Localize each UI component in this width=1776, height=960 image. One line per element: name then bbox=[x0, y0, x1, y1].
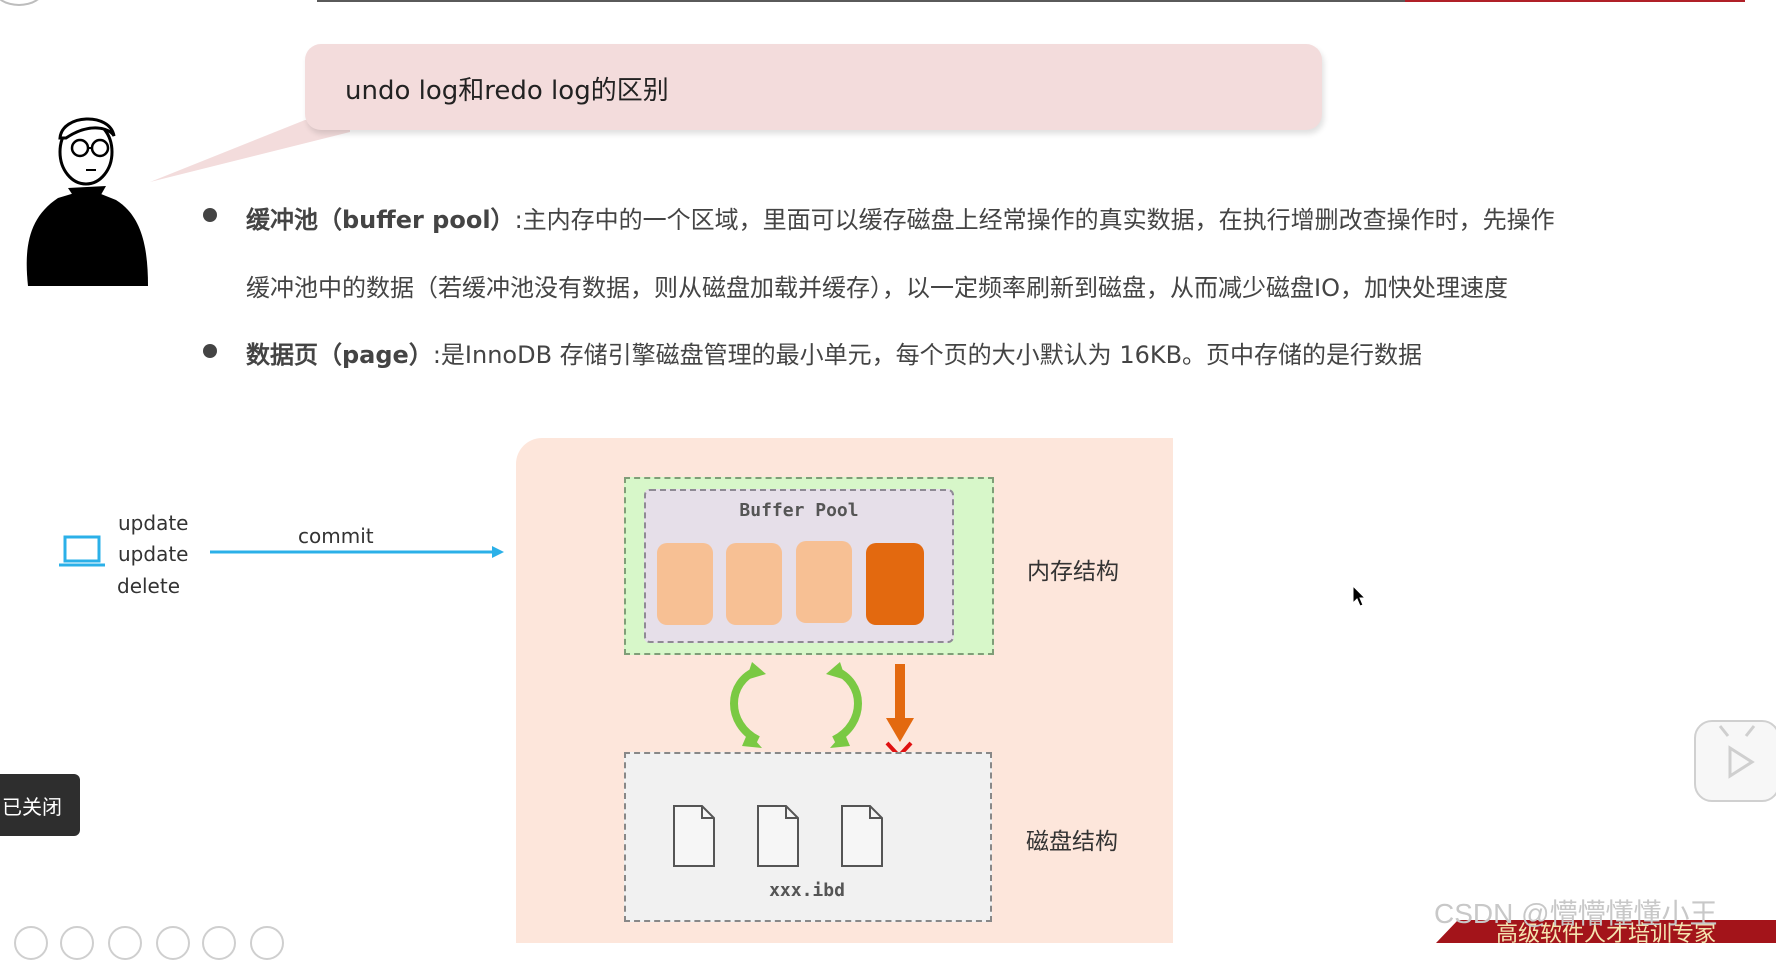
copy-tool-icon[interactable] bbox=[60, 926, 94, 960]
search-tool-icon[interactable] bbox=[108, 926, 142, 960]
bullet-buffer-pool-line2: 缓冲池中的数据（若缓冲池没有数据，则从磁盘加载并缓存），以一定频率刷新到磁盘，从… bbox=[246, 274, 1508, 302]
disk-file-name: xxx.ibd bbox=[769, 880, 845, 901]
buffer-page bbox=[796, 541, 852, 623]
bullet-text: :主内存中的一个区域，里面可以缓存磁盘上经常操作的真实数据，在执行增删改查操作时… bbox=[514, 206, 1555, 234]
commit-arrow bbox=[210, 546, 504, 558]
pen-tool-icon[interactable] bbox=[14, 926, 48, 960]
file-icon bbox=[757, 805, 799, 867]
closed-toggle-label: 已关闭 bbox=[2, 794, 62, 819]
op-update-2: update bbox=[118, 542, 189, 566]
slide-title: undo log和redo log的区别 bbox=[345, 76, 669, 106]
video-play-button[interactable] bbox=[1694, 720, 1776, 802]
op-delete: delete bbox=[117, 574, 181, 598]
bullet-text: :是InnoDB 存储引擎磁盘管理的最小单元，每个页的大小默认为 16KB。页中… bbox=[432, 341, 1423, 369]
speech-bubble bbox=[305, 44, 1322, 130]
closed-toggle-button[interactable]: 已关闭 bbox=[0, 774, 80, 836]
load-arrow-icon bbox=[730, 662, 766, 748]
more-tool-icon[interactable] bbox=[250, 926, 284, 960]
person-illustration-icon bbox=[26, 117, 149, 286]
buffer-pool-title: Buffer Pool bbox=[739, 500, 859, 521]
bullet-term: 数据页（page） bbox=[246, 341, 433, 369]
bullet-page-line1: 数据页（page）:是InnoDB 存储引擎磁盘管理的最小单元，每个页的大小默认… bbox=[246, 335, 1422, 370]
write-arrow-icon bbox=[886, 664, 914, 742]
screen-tool-icon[interactable] bbox=[156, 926, 190, 960]
brand-banner: 高级软件人才培训专家 bbox=[1436, 920, 1776, 943]
op-update-1: update bbox=[118, 511, 189, 535]
top-red-divider bbox=[1405, 0, 1745, 2]
disk-structure-label: 磁盘结构 bbox=[1026, 829, 1118, 855]
top-divider bbox=[317, 0, 1405, 2]
bullet-term: 缓冲池（buffer pool） bbox=[246, 206, 515, 234]
image-tool-icon[interactable] bbox=[202, 926, 236, 960]
play-icon bbox=[1718, 725, 1756, 779]
bullet-dot bbox=[203, 208, 217, 222]
corner-circle-decoration bbox=[0, 0, 44, 6]
buffer-page bbox=[726, 543, 782, 625]
flush-arrow-icon bbox=[826, 662, 862, 748]
file-icon bbox=[673, 805, 715, 867]
csdn-watermark: CSDN @懵懵懂懂小王 bbox=[1434, 898, 1718, 929]
bullet-dot bbox=[203, 344, 217, 358]
file-icon bbox=[841, 805, 883, 867]
bubble-tail bbox=[150, 120, 350, 182]
memory-structure-label: 内存结构 bbox=[1027, 559, 1119, 585]
bullet-buffer-pool-line1: 缓冲池（buffer pool）:主内存中的一个区域，里面可以缓存磁盘上经常操作… bbox=[246, 200, 1555, 235]
buffer-page-dirty bbox=[866, 543, 924, 625]
buffer-page bbox=[657, 543, 713, 625]
laptop-icon bbox=[59, 535, 105, 567]
mouse-cursor-icon bbox=[1352, 585, 1366, 607]
commit-label: commit bbox=[298, 524, 374, 548]
